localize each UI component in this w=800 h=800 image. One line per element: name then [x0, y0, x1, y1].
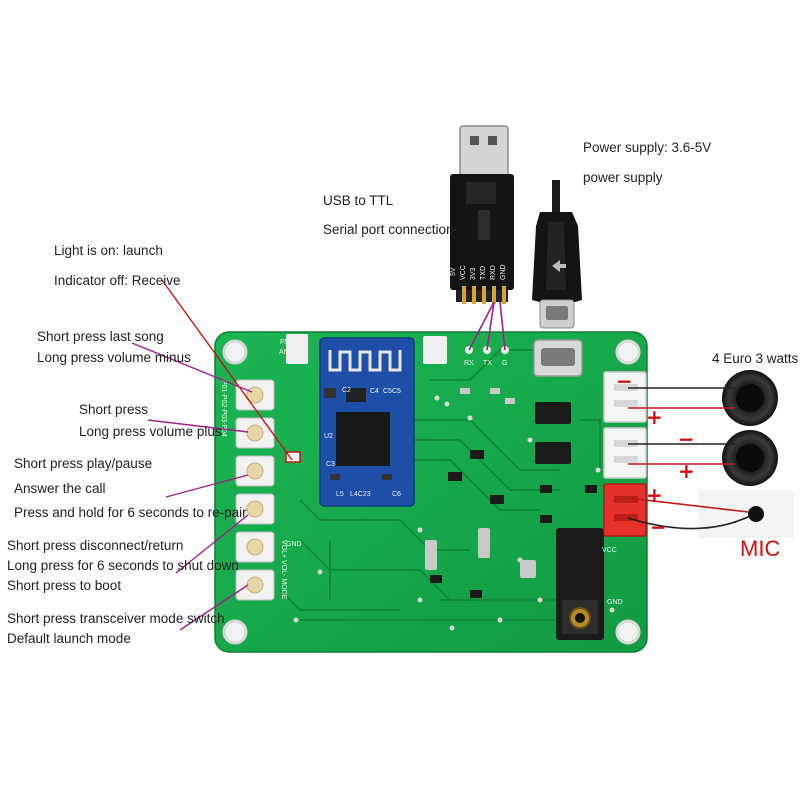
- label-volume-plus: Long press volume plus: [79, 424, 222, 439]
- pcb-board: C2 C4 C5C5 U2 C3 L5 L4C23 C6: [214, 331, 648, 653]
- module-label: C2: [342, 387, 351, 394]
- usb-ttl-adapter: 5V VCC 3V3 TXD RXD GND: [450, 125, 514, 304]
- annotation-line: [161, 279, 293, 461]
- speaker-1: [722, 370, 778, 426]
- speaker-connector-1: [603, 371, 647, 423]
- button-last-song[interactable]: [235, 379, 275, 411]
- annotation-line: [165, 474, 249, 498]
- speaker-connector-2: [603, 427, 647, 479]
- label-re-pair: Press and hold for 6 seconds to re-pair: [14, 505, 247, 520]
- mic-wire: [627, 515, 751, 530]
- usb-pin-label: TXD: [480, 266, 487, 280]
- module-label: L5: [336, 491, 344, 498]
- button-mode[interactable]: [235, 569, 275, 601]
- module-label: C5C5: [383, 388, 401, 395]
- speaker-2: [722, 430, 778, 486]
- annotation-line: [131, 342, 253, 393]
- silk-gnd: GND: [286, 541, 302, 548]
- label-answer-call: Answer the call: [14, 481, 106, 496]
- annotation-line: [179, 584, 249, 631]
- button-play-pause[interactable]: [235, 455, 275, 487]
- silk-vcc: VCC: [602, 547, 617, 554]
- label-mic: MIC: [740, 536, 780, 561]
- label-last-song: Short press last song: [37, 329, 164, 344]
- label-default-mode: Default launch mode: [7, 631, 131, 646]
- label-light-on: Light is on: launch: [54, 243, 163, 258]
- minus-sign: −: [650, 515, 667, 539]
- label-shut-down: Long press for 6 seconds to shut down: [7, 558, 239, 573]
- label-usb-ttl: USB to TTL: [323, 193, 394, 208]
- silk-tx: TX: [483, 360, 492, 367]
- label-mode-switch: Short press transceiver mode switch: [7, 611, 225, 626]
- serial-line: [499, 301, 506, 351]
- silk-g: G: [502, 360, 507, 367]
- plus-sign: +: [646, 405, 663, 429]
- annotation-line: [147, 419, 249, 433]
- amplifier-chip: [535, 442, 571, 464]
- silk-left-edge-2: VOL+ VOL- MODE: [280, 540, 287, 600]
- minus-sign: −: [678, 427, 695, 451]
- silk-left-edge: P01-P02-P03-P04: [220, 380, 227, 437]
- usb-pin-label: VCC: [460, 265, 467, 280]
- module-label: U2: [324, 433, 333, 440]
- audio-jack: [556, 528, 604, 640]
- annotation-line: [175, 514, 249, 574]
- microphone: [698, 490, 794, 538]
- silk-gnd-2: GND: [607, 599, 623, 606]
- label-speakers: 4 Euro 3 watts: [712, 351, 799, 366]
- module-label: C6: [392, 491, 401, 498]
- plus-sign: +: [646, 483, 663, 507]
- usb-pin-label: 5V: [450, 267, 457, 276]
- label-power-supply: power supply: [583, 170, 663, 185]
- indicator-led: [285, 451, 301, 463]
- module-label: L4C23: [350, 491, 371, 498]
- minus-sign: −: [616, 369, 633, 393]
- amplifier-chip: [535, 402, 571, 424]
- silk-rx: RX: [464, 360, 474, 367]
- label-disconnect: Short press disconnect/return: [7, 538, 183, 553]
- button-power[interactable]: [235, 531, 275, 563]
- module-label: C3: [326, 461, 335, 468]
- mic-wire: [627, 497, 749, 513]
- label-volume-minus: Long press volume minus: [37, 350, 191, 365]
- button-next-song[interactable]: [235, 417, 275, 449]
- serial-line: [468, 301, 495, 351]
- serial-line: [486, 301, 495, 351]
- bluetooth-module: C2 C4 C5C5 U2 C3 L5 L4C23 C6: [319, 337, 415, 507]
- silk-fm: FM: [280, 339, 290, 346]
- label-power-range: Power supply: 3.6-5V: [583, 140, 711, 155]
- module-label: C4: [370, 388, 379, 395]
- usb-pin-label: GND: [500, 264, 507, 280]
- label-play-pause: Short press play/pause: [14, 456, 152, 471]
- plus-sign: +: [678, 459, 695, 483]
- label-boot: Short press to boot: [7, 578, 121, 593]
- usb-pin-label: RXD: [490, 265, 497, 280]
- label-short-press: Short press: [79, 402, 148, 417]
- micro-usb-plug: [532, 180, 582, 329]
- label-indicator-off: Indicator off: Receive: [54, 273, 181, 288]
- label-serial: Serial port connection: [323, 222, 454, 237]
- silk-ant: ANT: [279, 349, 294, 356]
- usb-pin-label: 3V3: [470, 267, 477, 280]
- mic-connector: [603, 483, 647, 537]
